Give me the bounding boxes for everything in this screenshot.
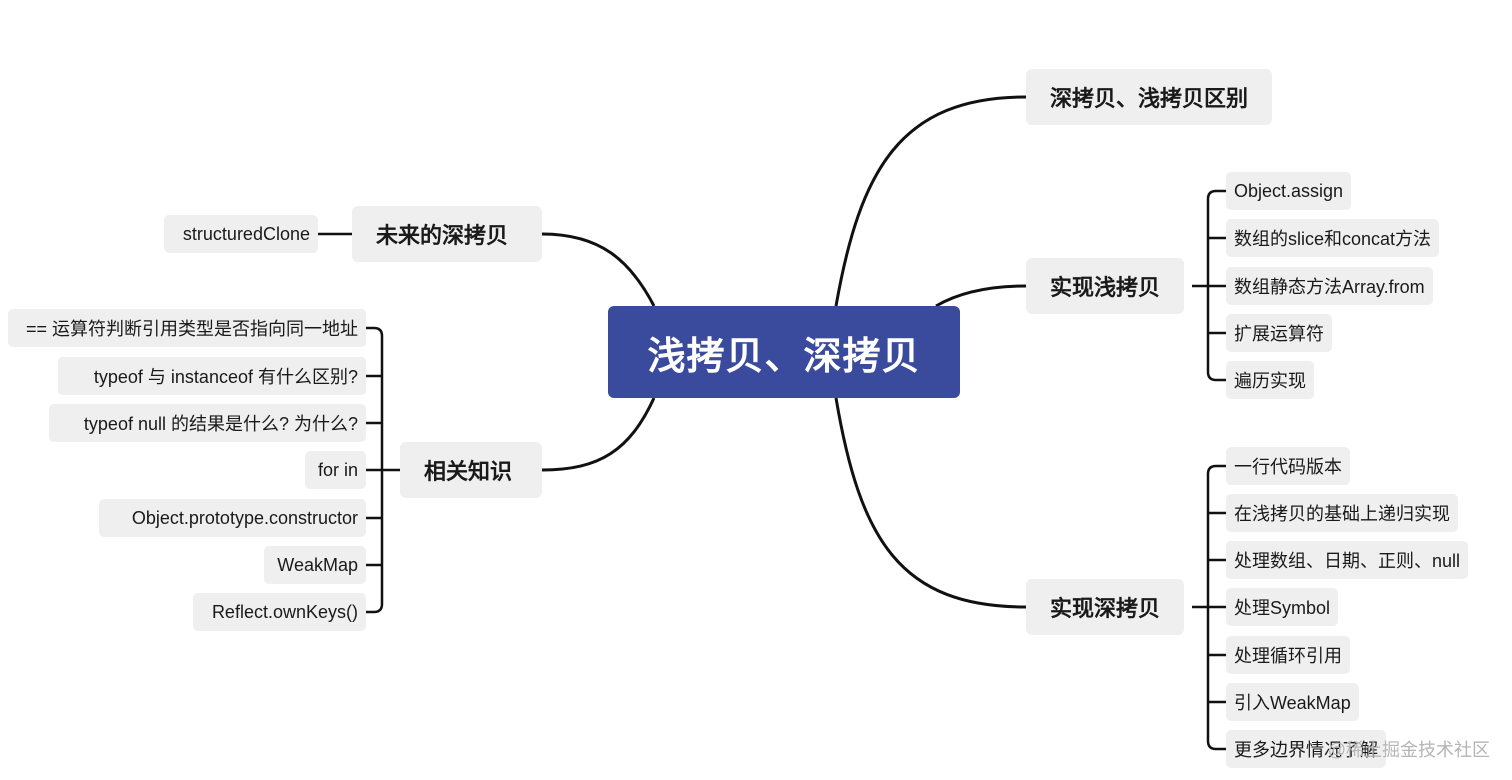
leaf-related-4[interactable]: for in <box>305 451 366 489</box>
leaf-related-6[interactable]: WeakMap <box>264 546 366 584</box>
leaf-shallow-4[interactable]: 扩展运算符 <box>1226 314 1332 352</box>
leaf-related-2[interactable]: typeof 与 instanceof 有什么区别? <box>58 357 366 395</box>
leaf-deep-4[interactable]: 处理Symbol <box>1226 588 1339 626</box>
leaf-shallow-5[interactable]: 遍历实现 <box>1226 361 1314 399</box>
leaf-deep-5[interactable]: 处理循环引用 <box>1226 636 1350 674</box>
watermark-text: @稀土掘金技术社区 <box>1327 740 1490 760</box>
leaf-shallow-2[interactable]: 数组的slice和concat方法 <box>1226 219 1440 257</box>
bracket-shallow <box>1192 189 1226 382</box>
branch-future-deep-copy[interactable]: 未来的深拷贝 <box>352 206 542 262</box>
branch-related-knowledge[interactable]: 相关知识 <box>400 442 542 498</box>
branch-shallow-copy[interactable]: 实现浅拷贝 <box>1026 258 1185 314</box>
leaf-related-7[interactable]: Reflect.ownKeys() <box>193 593 366 631</box>
branch-deep-copy[interactable]: 实现深拷贝 <box>1026 579 1185 635</box>
leaf-deep-1[interactable]: 一行代码版本 <box>1226 447 1350 485</box>
branch-difference[interactable]: 深拷贝、浅拷贝区别 <box>1026 69 1273 125</box>
bracket-related <box>366 326 400 614</box>
connector-root-deep <box>834 397 1027 609</box>
leaf-shallow-3[interactable]: 数组静态方法Array.from <box>1226 267 1433 305</box>
bracket-deep <box>1192 464 1226 751</box>
connector-root-shallow <box>935 284 1027 308</box>
leaf-shallow-1[interactable]: Object.assign <box>1226 172 1352 210</box>
leaf-related-5[interactable]: Object.prototype.constructor <box>99 499 366 537</box>
leaf-deep-3[interactable]: 处理数组、日期、正则、null <box>1226 541 1469 579</box>
connector-root-difference <box>834 95 1027 307</box>
leaf-deep-2[interactable]: 在浅拷贝的基础上递归实现 <box>1226 494 1458 532</box>
leaf-related-1[interactable]: == 运算符判断引用类型是否指向同一地址 <box>8 309 366 347</box>
root-node[interactable]: 浅拷贝、深拷贝 <box>608 306 960 398</box>
leaf-deep-7[interactable]: 更多边界情况了解 <box>1226 730 1386 768</box>
watermark: @稀土掘金技术社区 <box>1328 736 1490 762</box>
leaf-deep-6[interactable]: 引入WeakMap <box>1226 683 1359 721</box>
leaf-related-3[interactable]: typeof null 的结果是什么? 为什么? <box>49 404 366 442</box>
connector-root-future <box>541 232 656 307</box>
connector-root-related <box>541 397 656 472</box>
leaf-future-1[interactable]: structuredClone <box>164 215 318 253</box>
